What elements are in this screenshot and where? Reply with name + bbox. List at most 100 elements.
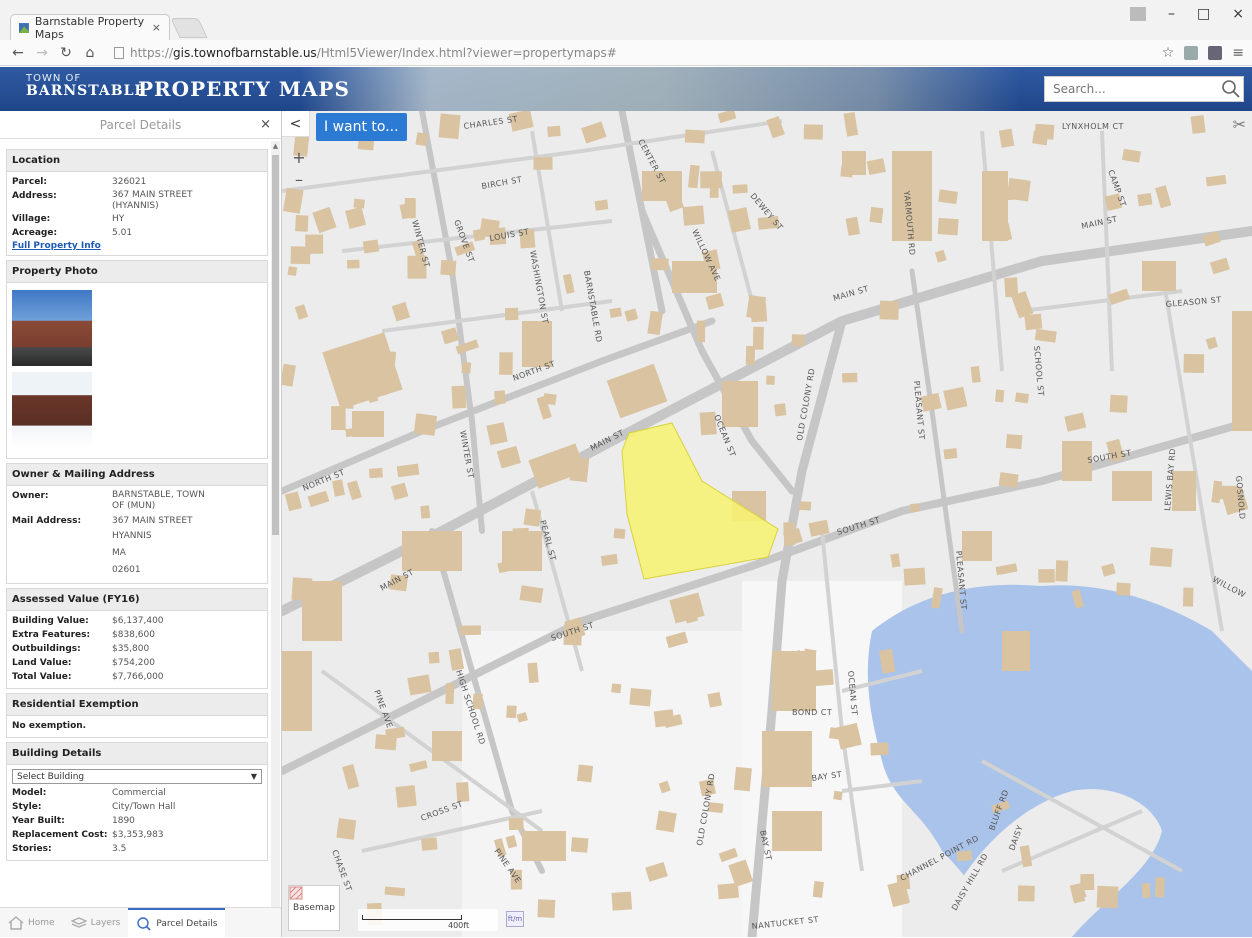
- building: [1101, 563, 1116, 577]
- magnify-details-icon: [137, 916, 151, 931]
- building: [504, 307, 519, 321]
- map-view[interactable]: CHARLES ST CENTER ST BIRCH ST LOUIS ST G…: [282, 111, 1252, 937]
- panel-close-icon[interactable]: ×: [260, 117, 271, 132]
- building: [699, 411, 717, 436]
- building: [461, 361, 472, 374]
- reload-icon[interactable]: ↻: [60, 44, 72, 61]
- user-profile-icon[interactable]: [1130, 7, 1147, 21]
- zoom-out-button[interactable]: –: [295, 170, 303, 189]
- street-label: SCHOOL ST: [1032, 345, 1045, 396]
- search-input[interactable]: [1045, 78, 1219, 100]
- new-tab-button[interactable]: [170, 18, 208, 38]
- basemap-button[interactable]: Basemap: [288, 885, 340, 931]
- building: [489, 227, 507, 245]
- scale-label: 400ft: [448, 921, 470, 930]
- building: [613, 528, 626, 539]
- extension-g-icon[interactable]: [1184, 45, 1199, 60]
- tab-close-icon[interactable]: ×: [151, 21, 161, 34]
- building: [733, 766, 752, 792]
- property-photo[interactable]: [12, 372, 92, 448]
- building: [1127, 481, 1142, 493]
- layers-icon: [70, 916, 87, 928]
- exemption-text: No exemption.: [12, 721, 87, 731]
- building: [879, 648, 896, 674]
- building: [291, 577, 313, 601]
- parcel-details-panel: Parcel Details × Location Parcel:326021 …: [0, 111, 282, 938]
- building: [342, 764, 360, 790]
- home-icon[interactable]: ⌂: [85, 44, 95, 61]
- building: [420, 505, 431, 519]
- detail-row: 02601: [112, 565, 141, 575]
- building: [998, 472, 1019, 488]
- building: [938, 189, 958, 205]
- building: [870, 742, 889, 756]
- street-label: BOND CT: [792, 708, 832, 717]
- unit-toggle-button[interactable]: ft/m: [506, 911, 524, 927]
- panel-content[interactable]: Location Parcel:326021 Address:367 MAIN …: [6, 149, 268, 917]
- collapse-panel-button[interactable]: <: [282, 111, 310, 137]
- full-property-info-link[interactable]: Full Property Info: [12, 241, 101, 251]
- menu-icon[interactable]: ≡: [1232, 44, 1244, 61]
- building: [624, 308, 639, 322]
- zoom-controls: + –: [288, 147, 310, 191]
- building: [408, 760, 428, 773]
- detail-row: Acreage:5.01: [12, 228, 133, 238]
- building: [727, 207, 751, 233]
- scrollbar-thumb[interactable]: [272, 155, 279, 535]
- building: [1202, 231, 1221, 247]
- building: [1000, 187, 1014, 201]
- building-select[interactable]: Select Building▼: [12, 769, 262, 784]
- map-canvas[interactable]: CHARLES ST CENTER ST BIRCH ST LOUIS ST G…: [282, 111, 1252, 937]
- building: [745, 345, 756, 365]
- tab-home[interactable]: Home: [0, 908, 63, 938]
- building: [564, 617, 586, 640]
- bookmark-star-icon[interactable]: ☆: [1161, 44, 1175, 61]
- browser-tab[interactable]: Barnstable Property Maps ×: [10, 14, 170, 41]
- i-want-to-button[interactable]: I want to...: [316, 113, 407, 141]
- zoom-in-button[interactable]: +: [292, 148, 306, 167]
- building: [803, 648, 817, 662]
- building: [1019, 845, 1033, 868]
- maximize-button[interactable]: □: [1197, 6, 1211, 22]
- map-favicon-icon: [19, 22, 29, 33]
- building: [594, 199, 609, 211]
- buildings-layer: [282, 151, 1252, 861]
- building: [486, 422, 508, 446]
- building: [1210, 257, 1230, 275]
- building: [1096, 885, 1119, 909]
- building: [295, 215, 309, 232]
- building: [1141, 882, 1151, 899]
- building: [390, 482, 409, 500]
- panel-scrollbar[interactable]: ▲ ▼: [271, 141, 280, 917]
- extension-square-icon[interactable]: [1208, 45, 1223, 60]
- small-buildings-layer: [282, 111, 1249, 926]
- building: [707, 692, 723, 708]
- detail-row: Mail Address:367 MAIN STREET: [12, 516, 193, 526]
- building: [284, 491, 302, 512]
- search-icon[interactable]: [1219, 77, 1243, 101]
- building: [497, 559, 516, 574]
- back-arrow-icon[interactable]: ←: [12, 44, 24, 61]
- tools-icon[interactable]: ✂: [1232, 115, 1246, 134]
- forward-arrow-icon[interactable]: →: [36, 44, 48, 61]
- tab-parcel-details[interactable]: Parcel Details: [128, 907, 226, 938]
- tab-layers[interactable]: Layers: [63, 908, 129, 938]
- building: [909, 503, 920, 513]
- building: [413, 413, 438, 436]
- building: [1149, 547, 1173, 568]
- building: [312, 206, 337, 234]
- building: [696, 320, 706, 343]
- panel-header: Parcel Details ×: [0, 111, 281, 139]
- property-photo-section: Property Photo: [6, 260, 268, 459]
- address-bar[interactable]: https:// gis.townofbarnstable.us /Html5V…: [114, 46, 617, 60]
- building: [717, 882, 740, 900]
- detail-row: Replacement Cost:$3,353,983: [12, 830, 164, 840]
- street-label: GOSNOLD: [1234, 475, 1247, 520]
- property-photo[interactable]: [12, 290, 92, 366]
- section-title: Assessed Value (FY16): [7, 589, 267, 611]
- window-close-button[interactable]: ×: [1232, 6, 1244, 22]
- scroll-up-icon[interactable]: ▲: [272, 142, 279, 150]
- building: [655, 810, 677, 833]
- building: [629, 688, 652, 707]
- minimize-button[interactable]: –: [1168, 6, 1176, 22]
